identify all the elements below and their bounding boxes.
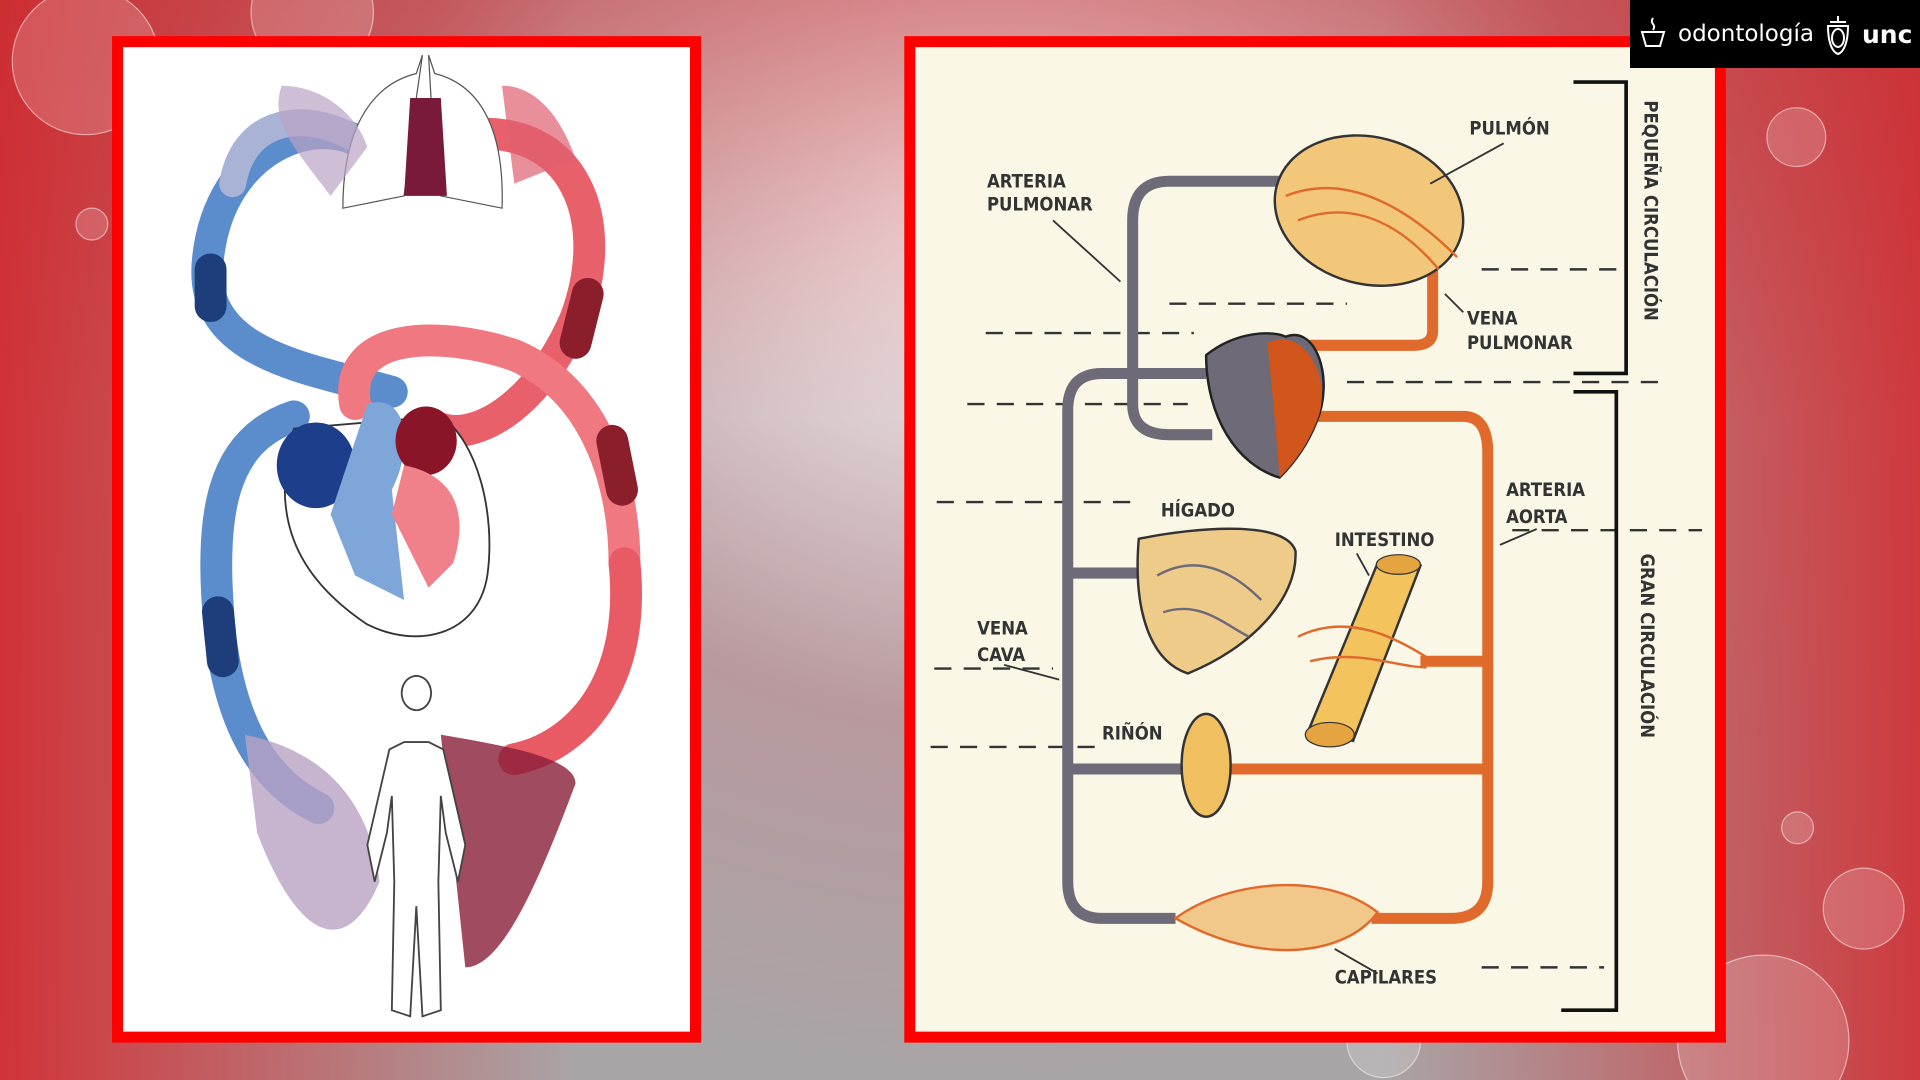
label-higado: HÍGADO <box>1161 500 1235 522</box>
label-rinon: RIÑÓN <box>1102 722 1163 745</box>
label-gran-circulacion: GRAN CIRCULACIÓN <box>1636 553 1658 738</box>
label-intestino: INTESTINO <box>1335 530 1435 551</box>
logo-university-text: unc <box>1861 19 1913 49</box>
odontologia-crest-icon <box>1640 17 1666 47</box>
university-logo-bar: odontología unc <box>1630 0 1920 68</box>
label-vena-pulmonar-1: VENA <box>1467 308 1518 329</box>
label-pequena-circulacion: PEQUEÑA CIRCULACIÓN <box>1639 100 1662 320</box>
label-arteria-pulmonar-2: PULMONAR <box>987 195 1093 216</box>
logo-faculty-text: odontología <box>1678 21 1814 47</box>
label-arteria-pulmonar-1: ARTERIA <box>987 171 1066 192</box>
label-vena-cava-1: VENA <box>977 618 1028 639</box>
human-silhouette <box>366 675 467 1018</box>
left-circulation-diagram <box>112 36 702 1043</box>
right-circulation-diagram: PULMÓN ARTERIA PULMONAR VENA PULMONAR HÍ… <box>904 36 1726 1043</box>
label-arteria-aorta-1: ARTERIA <box>1506 480 1585 501</box>
label-capilares: CAPILARES <box>1335 967 1437 988</box>
label-arteria-aorta-2: AORTA <box>1506 507 1568 528</box>
unc-shield-icon <box>1826 16 1849 56</box>
label-vena-cava-2: CAVA <box>977 645 1025 666</box>
label-vena-pulmonar-2: PULMONAR <box>1467 333 1573 354</box>
label-pulmon: PULMÓN <box>1469 118 1549 140</box>
